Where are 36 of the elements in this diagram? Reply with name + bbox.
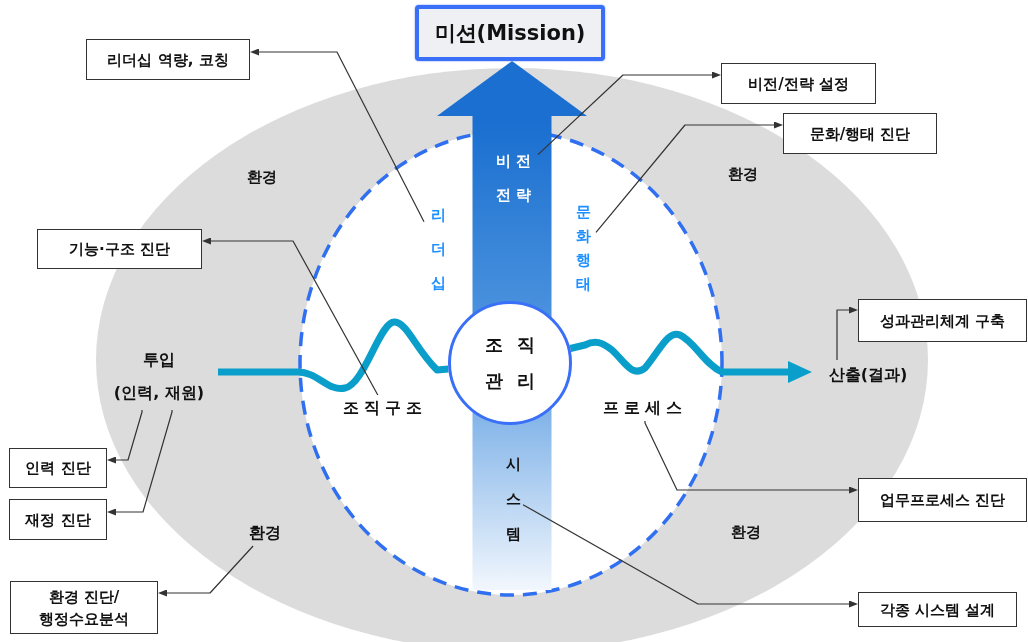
leader-line [537,71,721,156]
diagnosis-box: 업무프로세스 진단 [858,478,1027,522]
leader-line [522,504,858,608]
diagnosis-box: 환경 진단/ 행정수요분석 [10,581,158,634]
diagnosis-box: 리더십 역량, 코칭 [86,39,250,80]
vertical-label: 리더십 [424,198,452,300]
mission-box: 미션(Mission) [415,5,605,61]
leader-line [107,409,173,516]
leader-line [158,545,254,597]
diagnosis-box: 각종 시스템 설계 [858,592,1017,627]
leader-line [595,121,783,233]
leader-line [836,306,858,361]
input-label: 투입 [143,349,175,371]
process-label: 프로세스 [595,395,695,421]
environment-label: 환경 [731,523,761,542]
leader-line [202,237,379,396]
diagnosis-box: 기능·구조 진단 [37,229,202,269]
environment-label: 환경 [728,165,758,184]
leader-line [250,48,425,223]
diagnosis-box: 비전/전략 설정 [721,63,876,104]
mission-arrow [437,61,587,590]
output-label: 산출(결과) [812,360,924,390]
environment-label: 환경 [239,520,291,546]
environment-label: 환경 [247,168,277,187]
diagnosis-box: 재정 진단 [9,499,107,540]
structure-label: 조직구조 [335,395,435,421]
diagnosis-box: 성과관리체계 구축 [858,299,1027,342]
vertical-label: 문화행태 [570,200,596,296]
leader-line [107,409,143,464]
diagnosis-box: 인력 진단 [9,448,107,488]
diagnosis-box: 문화/행태 진단 [783,113,937,154]
input-detail-label: (인력, 재원) [113,382,205,404]
vertical-label: 시스템 [503,448,523,550]
leader-line [644,420,858,494]
flow-arrow [569,330,812,383]
arrow-label: 비전 전략 [488,144,538,212]
